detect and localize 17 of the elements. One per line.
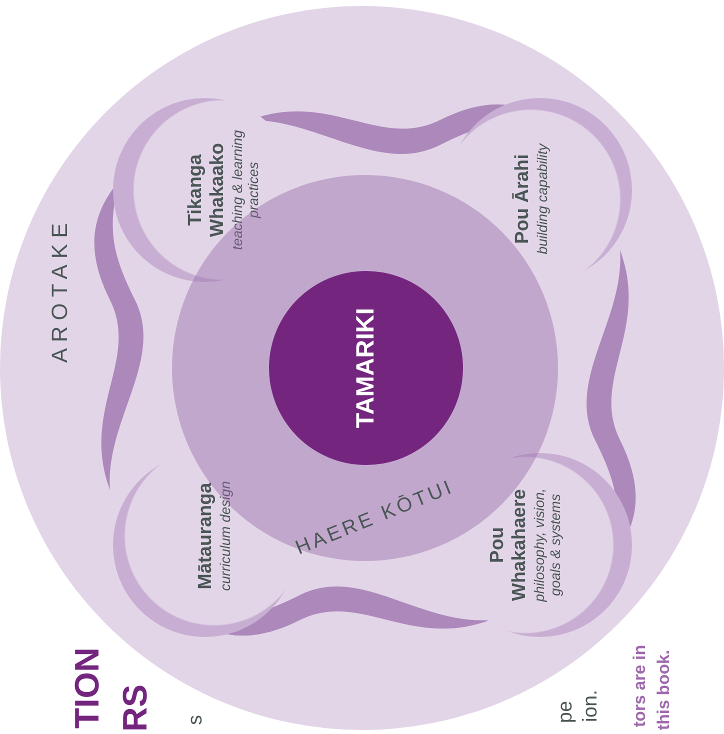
note-text: pe — [554, 700, 578, 724]
heading-text: RS — [116, 684, 156, 732]
note-text: ion. — [580, 690, 602, 722]
circle-subtitle: teaching & learning practices — [229, 129, 262, 252]
center-title: TAMARIKI — [352, 308, 380, 428]
circle-title: Tikanga Whakaako — [185, 142, 230, 239]
circle-subtitle: building capability — [534, 142, 550, 256]
note-text: tors are in — [630, 644, 650, 728]
note-text: this book. — [654, 650, 674, 730]
circle-subtitle: philosophy, vision, goals & systems — [531, 487, 564, 604]
note-text: s — [184, 715, 208, 725]
band-title: AROTAKE — [47, 217, 73, 363]
circle-title: Mātauranga — [195, 481, 218, 592]
heading-text: TION — [68, 647, 108, 729]
circle-subtitle: curriculum design — [217, 480, 234, 593]
circle-title: Pou Whakahaere — [487, 488, 532, 603]
circle-title: Pou Ārahi — [512, 153, 534, 246]
